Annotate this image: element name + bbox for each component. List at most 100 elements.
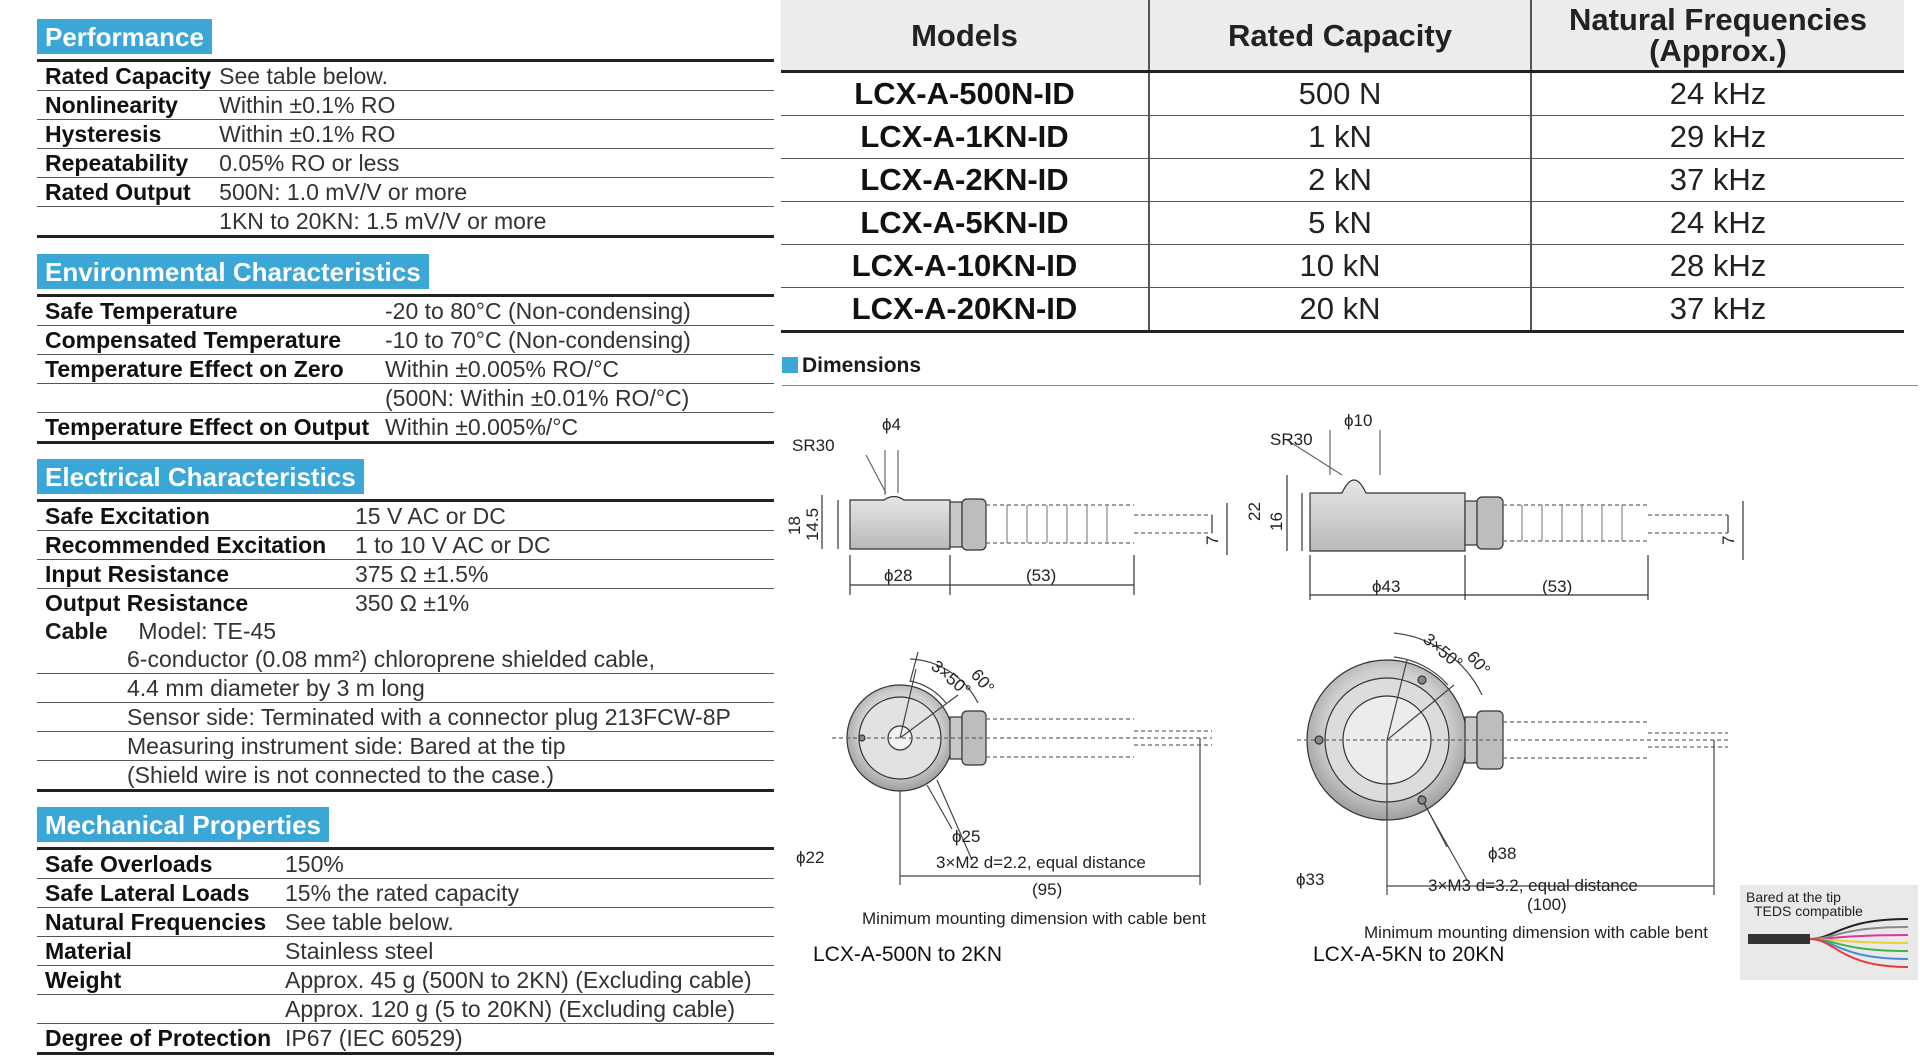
cable-wire [1809,938,1909,968]
model-frequency: 37 kHz [1530,287,1904,333]
performance-label: Nonlinearity [37,90,212,120]
large-mount-length: (100) [1527,895,1567,914]
model-name: LCX-A-5KN-ID [781,201,1149,245]
mechanical-label: Safe Overloads [37,848,277,879]
model-capacity: 2 kN [1148,158,1531,202]
cable-detail: 4.4 mm diameter by 3 m long [37,673,774,703]
environmental-title: Environmental Characteristics [37,254,429,289]
small-top-dia: ϕ4 [882,415,901,434]
model-name: LCX-A-2KN-ID [781,158,1149,202]
large-top-dia: ϕ10 [1344,411,1372,430]
environmental-value: -10 to 70°C (Non-condensing) [377,325,774,355]
large-angle-b: 60° [1463,647,1494,679]
large-pcd: ϕ38 [1488,844,1516,863]
electrical-value: 1 to 10 V AC or DC [347,530,774,560]
small-body-dia: ϕ28 [884,566,912,585]
performance-row: 1KN to 20KN: 1.5 mV/V or more [37,207,774,237]
mechanical-label: Material [37,936,277,966]
cable-row: Cable Model: TE-45 [37,617,774,645]
performance-label: Rated Capacity [37,60,212,91]
cable-detail: (Shield wire is not connected to the cas… [127,762,555,788]
mechanical-value: 15% the rated capacity [277,878,774,908]
electrical-label: Input Resistance [37,559,347,589]
cable-wires-icon [1748,918,1909,968]
small-pcd: ϕ25 [952,827,980,846]
small-model-caption: LCX-A-500N to 2KN [813,943,1003,966]
small-mount-note: Minimum mounting dimension with cable be… [862,909,1206,928]
model-name: LCX-A-10KN-ID [781,244,1149,288]
large-side-view [1286,430,1744,600]
models-header: Models [781,0,1149,73]
model-frequency: 37 kHz [1530,158,1904,202]
small-sr-label: SR30 [792,436,835,455]
frequency-header-line1: Natural Frequencies [1568,2,1868,37]
environmental-section: Environmental Characteristics Safe Tempe… [37,254,774,444]
large-body-height: 16 [1267,512,1286,531]
performance-value: See table below. [211,60,774,91]
environmental-table: Safe Temperature-20 to 80°C (Non-condens… [37,294,774,444]
performance-value: 500N: 1.0 mV/V or more [211,177,774,207]
model-capacity: 500 N [1148,71,1531,116]
large-total-height: 22 [1245,502,1264,521]
large-body-dia: ϕ43 [1372,577,1400,596]
environmental-label: Compensated Temperature [37,325,377,355]
mechanical-label [37,994,277,1024]
cable-detail-row: (Shield wire is not connected to the cas… [37,761,774,791]
large-mount-note: Minimum mounting dimension with cable be… [1364,923,1708,942]
performance-value: 1KN to 20KN: 1.5 mV/V or more [219,208,547,234]
tip-note-1: Bared at the tip [1746,889,1841,905]
dimension-drawings: SR30 ϕ4 18 14.5 ϕ28 (53) 7 SR30 ϕ10 22 1… [785,411,1744,942]
cable-wire [1809,926,1909,940]
performance-label: Repeatability [37,148,212,178]
performance-value: Within ±0.1% RO [211,119,774,149]
cable-detail-row: Measuring instrument side: Bared at the … [37,731,774,761]
environmental-row: Safe Temperature-20 to 80°C (Non-condens… [37,295,774,326]
electrical-label: Output Resistance [45,590,249,616]
performance-label [37,207,211,237]
cable-detail: 6-conductor (0.08 mm²) chloroprene shiel… [37,645,774,674]
frequency-header: Natural Frequencies (Approx.) [1530,0,1904,73]
electrical-section: Electrical Characteristics Safe Excitati… [37,459,774,792]
model-name: LCX-A-20KN-ID [781,287,1149,333]
models-table: Models Rated Capacity Natural Frequencie… [781,0,1904,333]
cable-detail-row: 4.4 mm diameter by 3 m long [37,673,774,703]
mechanical-value: Stainless steel [277,936,774,966]
small-total-height: 18 [785,516,804,535]
environmental-row: Compensated Temperature-10 to 70°C (Non-… [37,325,774,355]
model-frequency: 24 kHz [1530,201,1904,245]
dimensions-heading: Dimensions [782,354,921,378]
small-cable-length: (53) [1026,566,1056,585]
model-capacity: 20 kN [1148,287,1531,333]
model-frequency: 24 kHz [1530,71,1904,116]
models-header-row: Models Rated Capacity Natural Frequencie… [781,0,1904,73]
environmental-value: Within ±0.005% RO/°C [377,354,774,384]
cable-tip-figure: Bared at the tip TEDS compatible [1740,885,1918,980]
cable-detail: Measuring instrument side: Bared at the … [37,731,774,761]
small-dia-b: ϕ22 [796,848,824,867]
mechanical-title: Mechanical Properties [37,807,329,842]
